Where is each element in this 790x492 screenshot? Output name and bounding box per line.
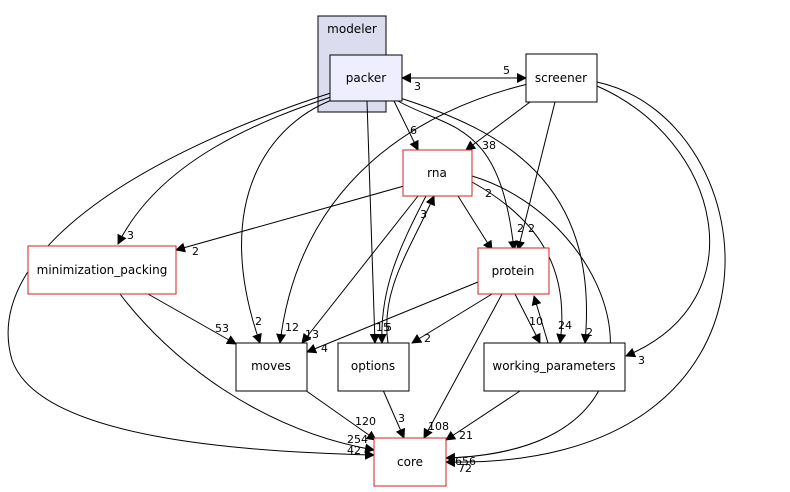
edges bbox=[7, 73, 726, 468]
edge-label-packer-rna: 6 bbox=[410, 124, 417, 137]
edge-packer-options bbox=[366, 100, 380, 344]
edge-rna-moves bbox=[301, 195, 419, 344]
node-label: protein bbox=[492, 264, 535, 278]
edge-protein-wp bbox=[514, 293, 541, 344]
edge-label-moves-core: 120 bbox=[355, 415, 376, 428]
edge-label-protein-options: 2 bbox=[424, 332, 431, 345]
edge-rna-core bbox=[445, 175, 611, 463]
edge-wp-protein bbox=[531, 295, 549, 344]
edge-wp-core bbox=[445, 390, 521, 441]
edge-labels: 5 3 6 38 2 2 2 3 2 3 1 53 2 12 13 4 15 5… bbox=[127, 64, 645, 475]
edge-label-screener-rna: 38 bbox=[482, 139, 496, 152]
edge-label-options-rna: 5 bbox=[385, 321, 392, 334]
edge-label-rna-options: 3 bbox=[420, 208, 427, 221]
edge-label-packer-options: 15 bbox=[376, 321, 390, 334]
edge-screener-moves bbox=[276, 83, 529, 344]
edge-packer-core bbox=[7, 89, 375, 460]
node-label: core bbox=[397, 455, 423, 469]
node-moves[interactable]: moves bbox=[235, 342, 308, 392]
edge-label-protein-core: 108 bbox=[428, 420, 449, 433]
edge-screener-wp bbox=[596, 85, 710, 358]
node-minimization-packing[interactable]: minimization_packing bbox=[27, 245, 177, 295]
edge-label-options-core: 3 bbox=[398, 412, 405, 425]
edge-label-rna-protein-a: 2 bbox=[485, 187, 492, 200]
edge-label-screener-moves: 12 bbox=[285, 321, 299, 334]
edge-rna-options bbox=[376, 195, 427, 344]
edge-label-protein-wp: 10 bbox=[529, 315, 543, 328]
node-label: screener bbox=[535, 71, 587, 85]
edge-packer-rna bbox=[393, 100, 419, 151]
edge-label-rna-core: 656 bbox=[455, 455, 476, 468]
edge-label-packer-screener: 3 bbox=[414, 80, 421, 93]
edge-label-packer-core: 42 bbox=[347, 444, 361, 457]
edge-packer-protein bbox=[397, 100, 519, 251]
edge-label-packer-protein: 2 bbox=[517, 222, 524, 235]
edge-minpack-core bbox=[119, 293, 375, 454]
node-rna[interactable]: rna bbox=[402, 149, 473, 197]
node-label: rna bbox=[427, 166, 447, 180]
edge-options-core bbox=[382, 389, 405, 439]
edge-label-packer-minpack: 3 bbox=[127, 229, 134, 242]
edge-label-minpack-core: 254 bbox=[347, 433, 368, 446]
cluster-label: modeler bbox=[327, 22, 377, 36]
edge-packer-minpack bbox=[117, 93, 341, 245]
edge-moves-core bbox=[304, 389, 377, 441]
edge-packer-wp bbox=[399, 97, 591, 344]
edge-packer-moves bbox=[241, 96, 341, 344]
edge-label-screener-protein: 2 bbox=[528, 222, 535, 235]
edge-rna-protein bbox=[457, 195, 493, 251]
edge-protein-options bbox=[411, 293, 493, 344]
node-label: moves bbox=[251, 359, 291, 373]
edge-options-rna bbox=[386, 195, 435, 344]
nodes: packer screener rna minimization_packing… bbox=[27, 53, 626, 487]
node-label: packer bbox=[346, 71, 386, 85]
node-label: working_parameters bbox=[492, 359, 615, 373]
node-label: options bbox=[351, 359, 395, 373]
edge-label-rna-moves: 13 bbox=[305, 328, 319, 341]
edge-protein-moves bbox=[306, 281, 479, 354]
node-options[interactable]: options bbox=[337, 342, 410, 392]
node-working-parameters[interactable]: working_parameters bbox=[483, 342, 626, 392]
edge-label-screener-core: 72 bbox=[458, 462, 472, 475]
node-core[interactable]: core bbox=[373, 437, 447, 487]
edge-screener-rna bbox=[465, 101, 531, 151]
edge-label-wp-core: 21 bbox=[459, 429, 473, 442]
edge-rna-minpack bbox=[175, 185, 405, 253]
edge-label-packer-wp: 2 bbox=[586, 326, 593, 339]
edge-label-screener-wp: 3 bbox=[638, 354, 645, 367]
edge-label-minpack-moves: 53 bbox=[215, 322, 229, 335]
edge-label-rna-minpack: 2 bbox=[192, 245, 199, 258]
edge-screener-protein bbox=[515, 101, 556, 251]
edge-label-protein-moves: 4 bbox=[321, 342, 328, 355]
node-protein[interactable]: protein bbox=[477, 247, 550, 295]
edge-protein-core bbox=[423, 293, 503, 439]
edge-label-packer-moves: 2 bbox=[255, 315, 262, 328]
node-label: minimization_packing bbox=[37, 263, 168, 277]
edge-label-screener-packer: 5 bbox=[503, 64, 510, 77]
node-screener[interactable]: screener bbox=[525, 53, 598, 103]
edge-minpack-moves bbox=[147, 293, 237, 345]
edge-label-rna-wp: 24 bbox=[558, 319, 572, 332]
edge-screener-core bbox=[445, 81, 726, 468]
node-packer[interactable]: packer bbox=[329, 54, 403, 102]
